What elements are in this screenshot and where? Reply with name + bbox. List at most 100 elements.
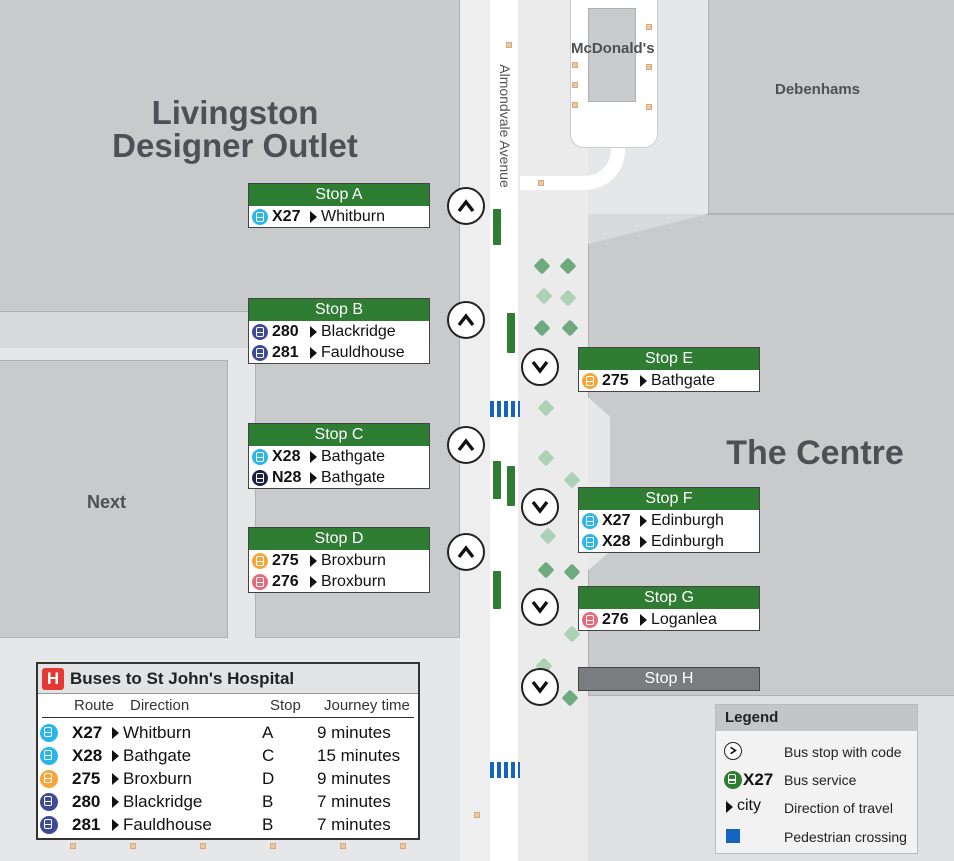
stop-d-marker[interactable] bbox=[447, 533, 485, 571]
stop-b-marker[interactable] bbox=[447, 301, 485, 339]
legend-stop-text: Bus stop with code bbox=[784, 744, 902, 760]
legend-route-sample: X27 bbox=[743, 770, 774, 789]
bus-bay bbox=[507, 313, 515, 353]
stop-a-marker[interactable] bbox=[447, 187, 485, 225]
direction-arrow-icon bbox=[310, 554, 317, 567]
parking-mark bbox=[200, 843, 206, 849]
col-stop: Stop bbox=[270, 697, 301, 714]
stop-g-marker[interactable] bbox=[521, 588, 559, 626]
outlet-label: Livingston Designer Outlet bbox=[90, 96, 380, 162]
legend-row-service: X27 Bus service bbox=[716, 769, 919, 791]
journey-time: 7 minutes bbox=[317, 814, 391, 834]
hospital-header: H Buses to St John's Hospital bbox=[38, 664, 418, 694]
direction-arrow-icon bbox=[310, 210, 317, 223]
stop-f-marker[interactable] bbox=[521, 488, 559, 526]
chevron-down-icon bbox=[531, 680, 549, 694]
bus-icon bbox=[252, 344, 268, 361]
route-number: 280 bbox=[272, 322, 299, 340]
route-number: 276 bbox=[602, 610, 629, 628]
route-destination: Bathgate bbox=[321, 447, 386, 465]
parking-mark bbox=[646, 24, 652, 30]
journey-time: 7 minutes bbox=[317, 791, 391, 811]
hospital-panel: H Buses to St John's Hospital Route Dire… bbox=[36, 662, 420, 840]
route-number: X28 bbox=[602, 532, 631, 550]
route-destination: Whitburn bbox=[321, 207, 386, 225]
legend-service-text: Bus service bbox=[784, 772, 857, 788]
route-stop: A bbox=[262, 722, 274, 742]
stop-g-title: Stop G bbox=[579, 587, 759, 609]
col-time: Journey time bbox=[324, 697, 410, 714]
direction-arrow-icon bbox=[640, 535, 647, 548]
bus-service-icon bbox=[724, 771, 742, 789]
next-label: Next bbox=[87, 492, 127, 512]
stop-b-title: Stop B bbox=[249, 299, 429, 321]
route-destination: Bathgate bbox=[321, 468, 386, 486]
parking-mark bbox=[538, 180, 544, 186]
bus-icon bbox=[252, 469, 268, 486]
route-stop: B bbox=[262, 791, 274, 811]
route-number: X28 bbox=[72, 745, 103, 765]
hospital-columns: Route Direction Stop Journey time bbox=[42, 694, 414, 718]
stop-c-marker[interactable] bbox=[447, 426, 485, 464]
chevron-up-icon bbox=[457, 313, 475, 327]
journey-time: 9 minutes bbox=[317, 722, 391, 742]
bus-icon bbox=[40, 723, 58, 742]
route-destination: Whitburn bbox=[123, 722, 192, 742]
journey-time: 15 minutes bbox=[317, 745, 401, 765]
route-destination: Broxburn bbox=[123, 768, 192, 788]
direction-arrow-icon bbox=[640, 514, 647, 527]
stop-e-marker[interactable] bbox=[521, 348, 559, 386]
parking-mark bbox=[270, 843, 276, 849]
outlet-label-line1: Livingston bbox=[151, 94, 319, 131]
route-number: X27 bbox=[272, 207, 301, 225]
stop-h-marker[interactable] bbox=[521, 668, 559, 706]
route-destination: Loganlea bbox=[651, 610, 717, 628]
route-row: X27 Whitburn bbox=[249, 206, 429, 227]
bus-icon bbox=[252, 552, 268, 569]
next-building bbox=[0, 360, 228, 638]
parking-mark bbox=[572, 82, 578, 88]
stop-a-box: Stop A X27 Whitburn bbox=[248, 183, 430, 228]
parking-mark bbox=[646, 64, 652, 70]
hospital-icon: H bbox=[42, 667, 64, 690]
legend-panel: Legend Bus stop with code X27 Bus servic… bbox=[715, 704, 918, 854]
route-destination: Blackridge bbox=[123, 791, 203, 811]
bus-bay bbox=[493, 209, 501, 245]
route-stop: C bbox=[262, 745, 275, 765]
stop-a-title: Stop A bbox=[249, 184, 429, 206]
bus-bay bbox=[507, 466, 515, 506]
route-destination: Fauldhouse bbox=[321, 343, 405, 361]
bus-icon bbox=[40, 746, 58, 765]
route-number: 275 bbox=[272, 551, 299, 569]
bus-icon bbox=[252, 448, 268, 465]
legend-row-crossing: Pedestrian crossing bbox=[716, 826, 919, 848]
stop-c-title: Stop C bbox=[249, 424, 429, 446]
parking-mark bbox=[130, 843, 136, 849]
parking-mark bbox=[572, 102, 578, 108]
bus-icon bbox=[40, 769, 58, 788]
parking-mark bbox=[506, 42, 512, 48]
parking-mark bbox=[70, 843, 76, 849]
legend-direction-text: Direction of travel bbox=[784, 800, 893, 816]
chevron-down-icon bbox=[531, 500, 549, 514]
route-number: 275 bbox=[602, 371, 629, 389]
stop-marker-icon bbox=[724, 742, 742, 760]
direction-arrow-icon bbox=[310, 471, 317, 484]
centre-label: The Centre bbox=[726, 434, 904, 472]
route-number: 280 bbox=[72, 791, 101, 811]
parking-mark bbox=[474, 812, 480, 818]
mcdonalds-building bbox=[588, 8, 636, 102]
route-number: N28 bbox=[272, 468, 302, 486]
journey-time: 9 minutes bbox=[317, 768, 391, 788]
